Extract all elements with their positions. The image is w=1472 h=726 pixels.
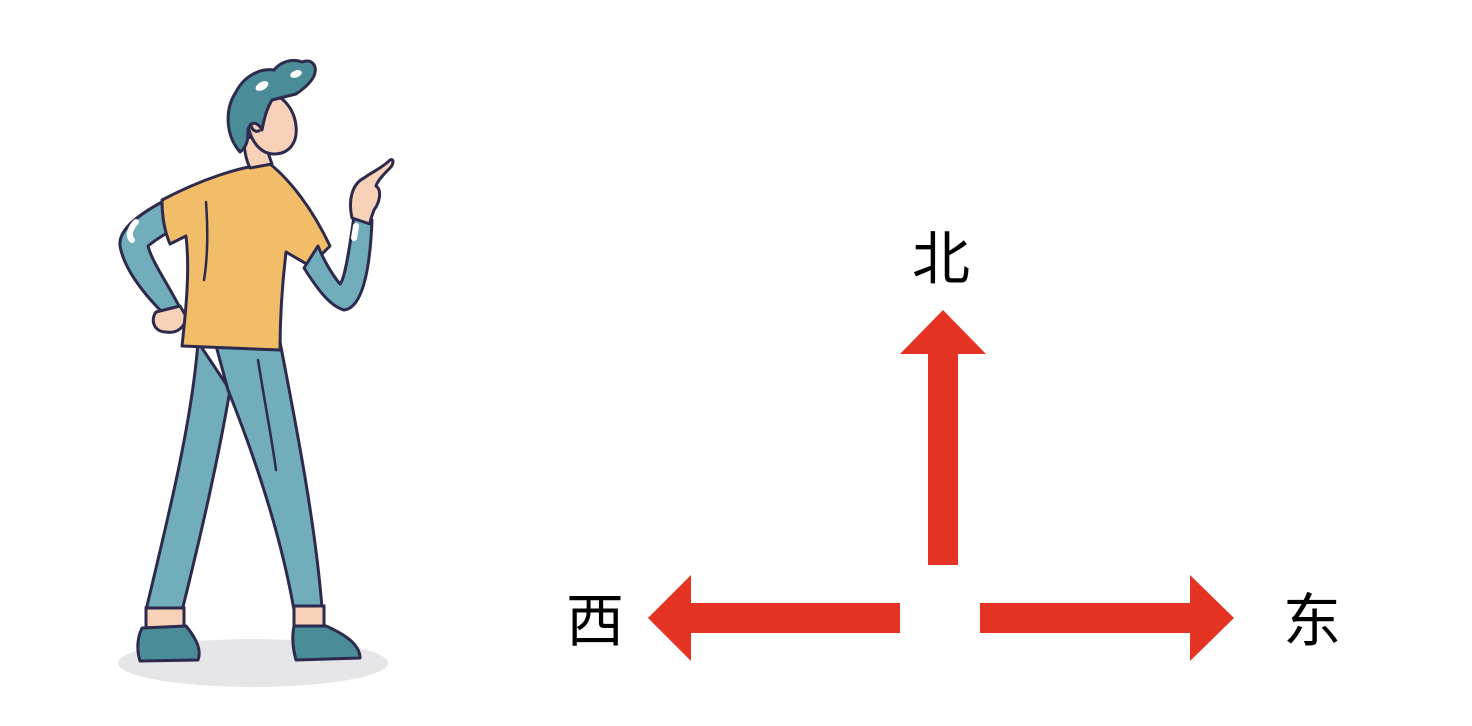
arrow-up-icon [900, 310, 986, 565]
west-label: 西 [566, 587, 625, 655]
pointing-person-illustration [90, 40, 420, 710]
east-label: 东 [1283, 587, 1342, 655]
right-shoe [291, 624, 362, 662]
hair [226, 58, 317, 154]
arrow-right-icon [980, 575, 1234, 661]
left-shoe [136, 624, 201, 663]
arrow-left-icon [648, 575, 900, 661]
pointing-hand [349, 158, 395, 226]
north-label: 北 [912, 225, 971, 293]
